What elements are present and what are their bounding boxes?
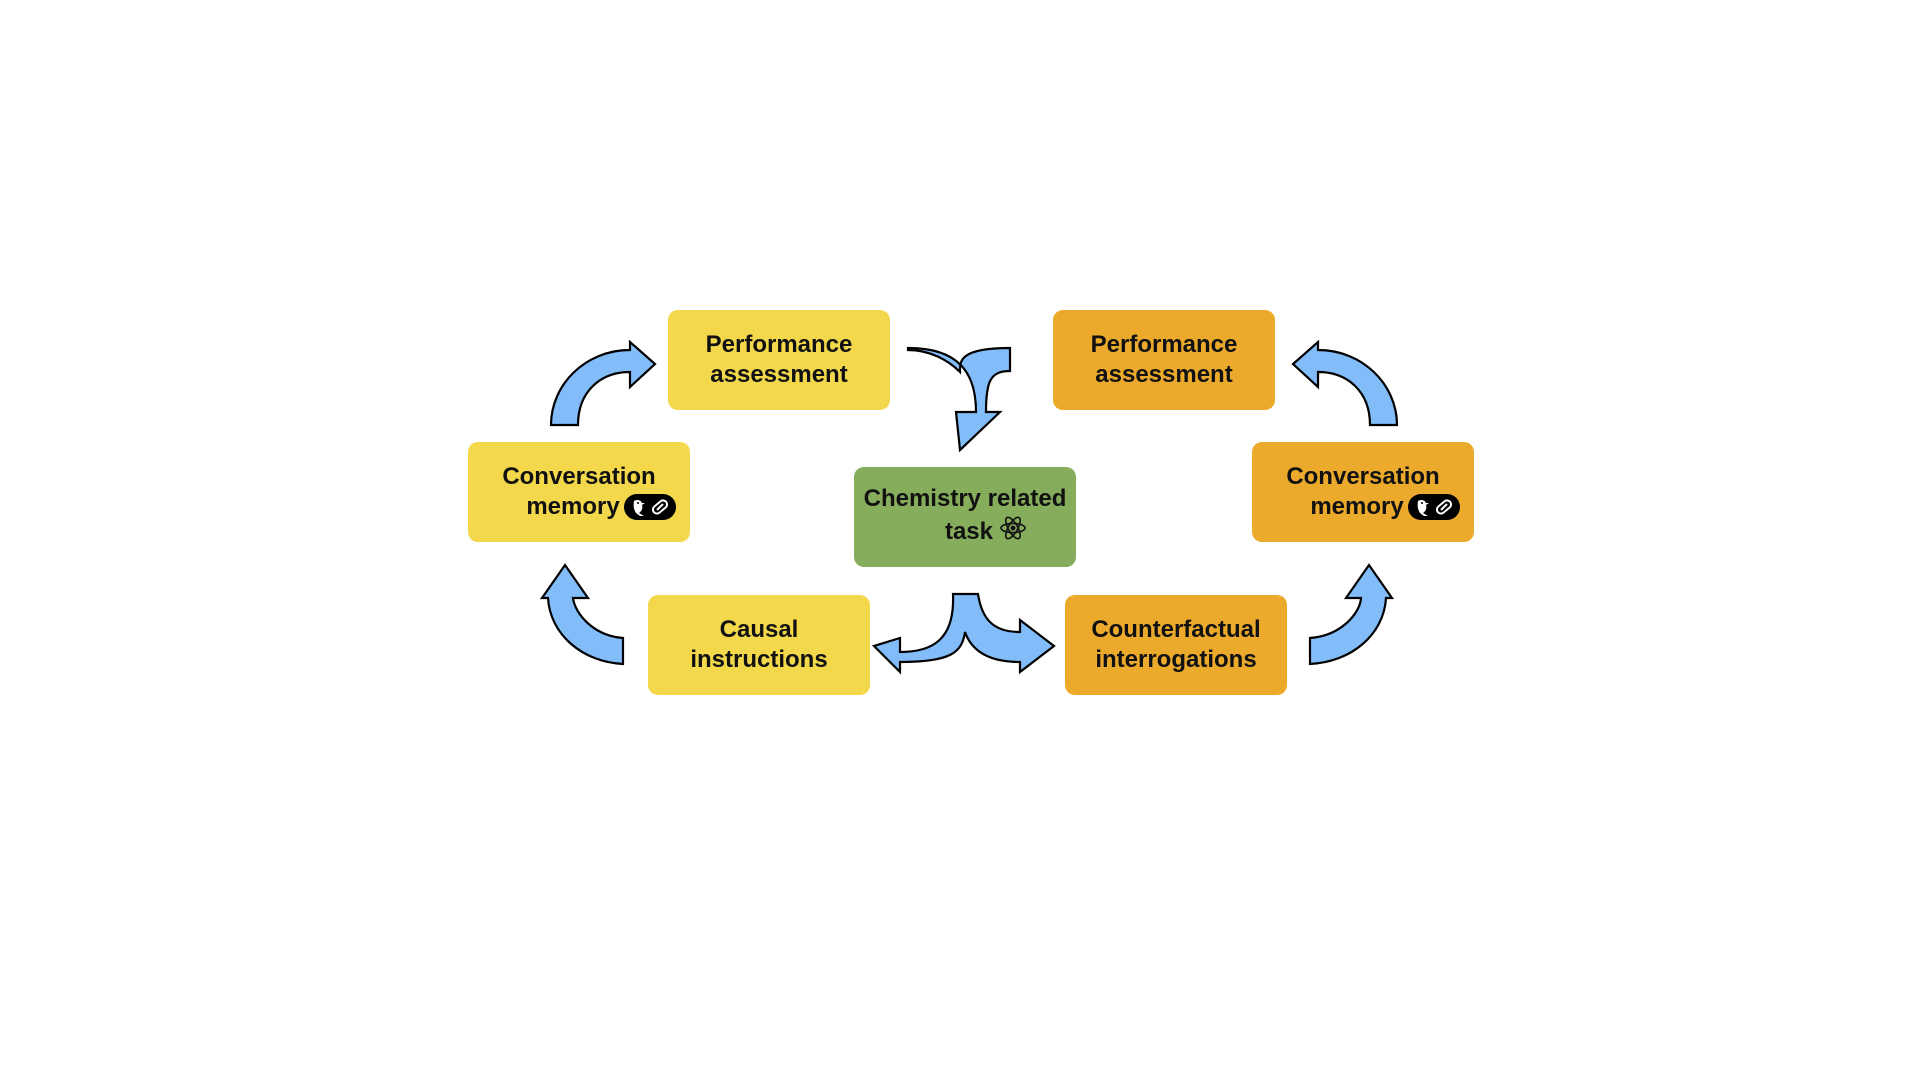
- left-memory-badge: [623, 494, 676, 520]
- right-memory-line1: Conversation: [1286, 463, 1440, 490]
- parrot-icon: [1417, 499, 1429, 516]
- instructions-line1: Causal: [719, 616, 799, 643]
- causal-instructions-node: Causal instructions: [648, 595, 870, 695]
- right-performance-line2: assessment: [1095, 361, 1233, 388]
- task-line2: task: [944, 518, 994, 545]
- arrow-instructions-to-memory-left: [539, 563, 625, 666]
- arrow-memory-to-performance-left: [549, 339, 657, 427]
- right-conversation-memory-node: Conversation memory: [1252, 442, 1474, 542]
- left-performance-line1: Performance: [705, 331, 853, 358]
- left-memory-line1: Conversation: [502, 463, 656, 490]
- arrow-memory-to-performance-right: [1291, 339, 1399, 427]
- pill-icon: [1435, 499, 1452, 515]
- left-conversation-memory-node: Conversation memory: [468, 442, 690, 542]
- chemistry-task-node: Chemistry related task: [854, 467, 1076, 567]
- instructions-line2: instructions: [690, 646, 828, 673]
- pill-icon: [651, 499, 668, 515]
- right-performance-line1: Performance: [1090, 331, 1238, 358]
- right-memory-line2: memory: [1310, 493, 1404, 520]
- counterfactual-interrogations-node: Counterfactual interrogations: [1065, 595, 1287, 695]
- parrot-icon: [633, 499, 645, 516]
- left-performance-line2: assessment: [710, 361, 848, 388]
- right-performance-assessment-node: Performance assessment: [1053, 310, 1275, 410]
- right-memory-badge: [1407, 494, 1460, 520]
- interrogations-line1: Counterfactual: [1091, 616, 1261, 643]
- arrow-performance-to-task: [906, 346, 1012, 453]
- arrow-interrogations-to-memory-right: [1308, 563, 1395, 666]
- arrow-task-to-branches: [871, 592, 1056, 675]
- left-performance-assessment-node: Performance assessment: [668, 310, 890, 410]
- left-memory-line2: memory: [526, 493, 620, 520]
- atom-icon: [999, 514, 1027, 550]
- interrogations-line2: interrogations: [1095, 646, 1257, 673]
- task-line1: Chemistry related: [863, 485, 1067, 512]
